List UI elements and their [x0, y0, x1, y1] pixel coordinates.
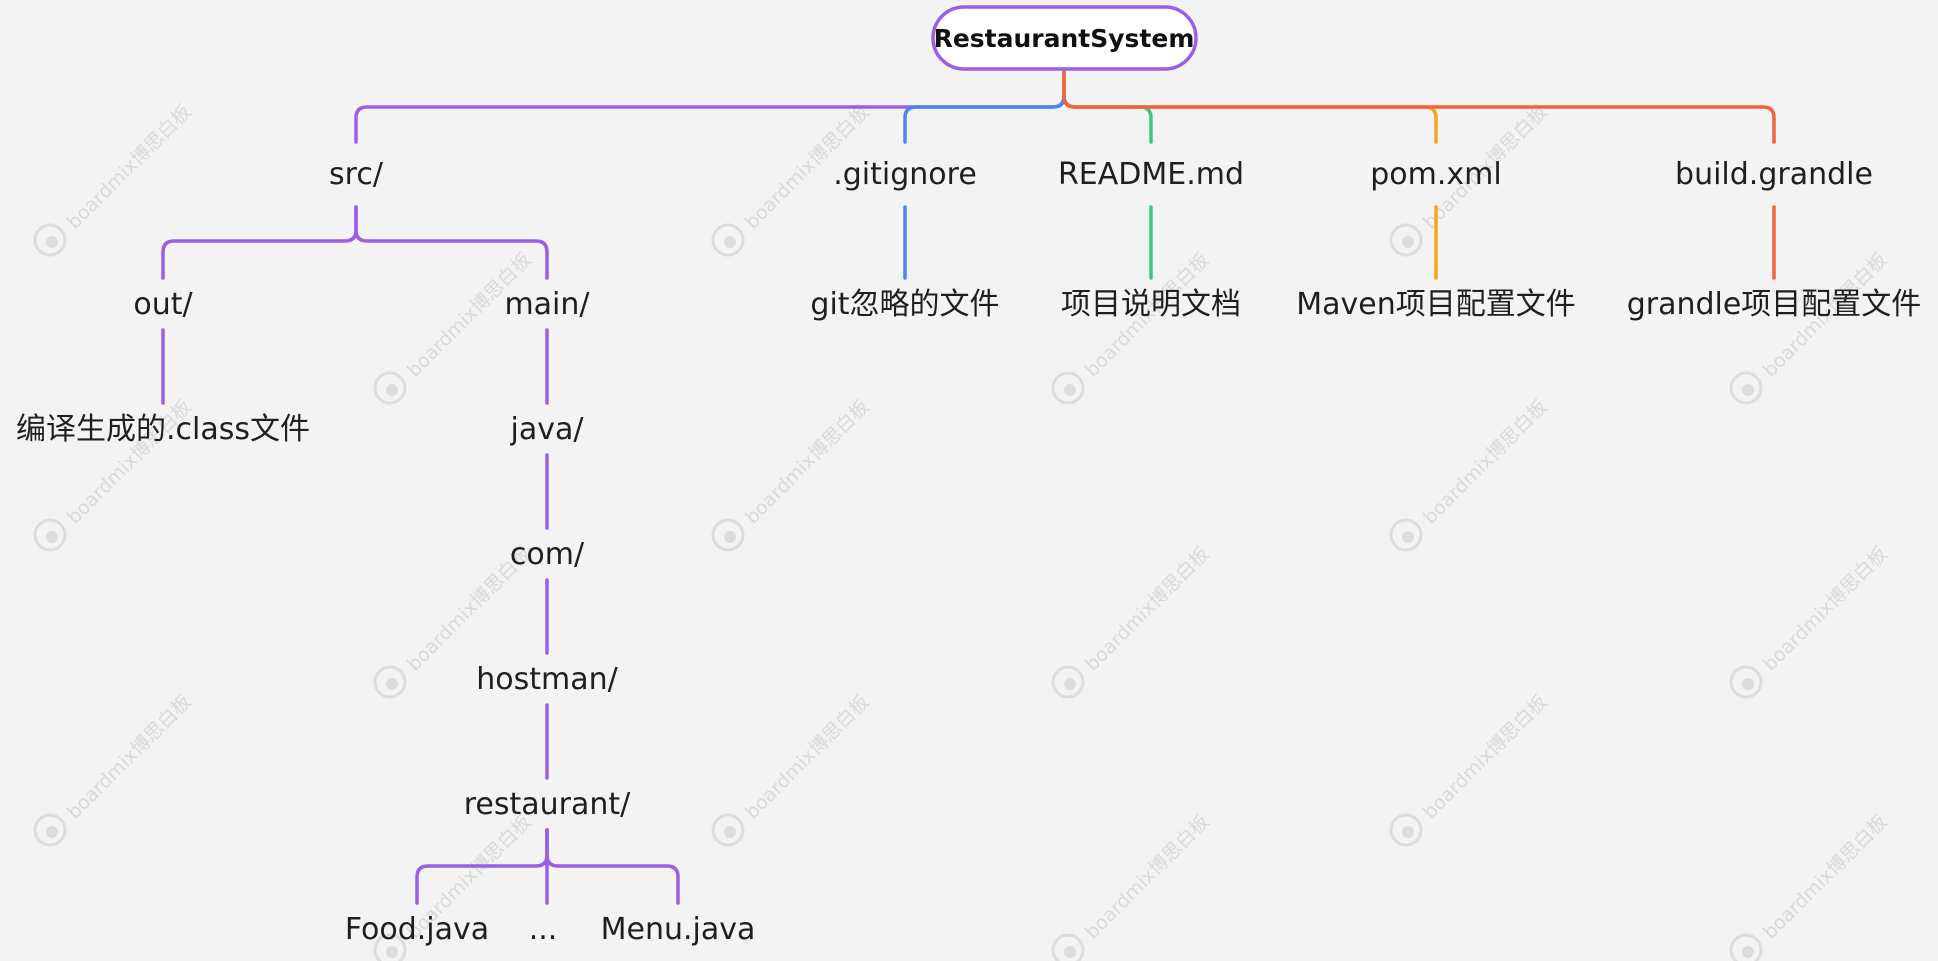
connector-src-main: [354, 205, 549, 280]
connector-root-build: [1062, 68, 1776, 144]
boardmix-logo-icon: [1729, 371, 1763, 405]
watermark-text: boardmix博思白板: [1759, 543, 1892, 676]
watermark-3: boardmix博思白板: [373, 249, 536, 405]
boardmix-logo-icon: [1729, 933, 1763, 961]
boardmix-logo-icon: [711, 223, 745, 257]
node-restaurant[interactable]: restaurant/: [464, 787, 631, 822]
root-node-box: [931, 5, 1198, 71]
boardmix-logo-icon: [1051, 665, 1085, 699]
watermark-text: boardmix博思白板: [1081, 811, 1214, 944]
node-out[interactable]: out/: [133, 287, 193, 322]
boardmix-logo-icon: [711, 813, 745, 847]
boardmix-logo-icon: [373, 371, 407, 405]
node-gitignore-desc[interactable]: git忽略的文件: [810, 287, 999, 322]
watermark-16: boardmix博思白板: [1051, 811, 1214, 961]
watermark-text: boardmix博思白板: [63, 101, 196, 234]
boardmix-logo-icon: [33, 813, 67, 847]
watermark-text: boardmix博思白板: [741, 396, 874, 529]
boardmix-logo-icon: [33, 518, 67, 552]
node-pom-desc[interactable]: Maven项目配置文件: [1296, 287, 1576, 322]
boardmix-logo-icon: [1729, 665, 1763, 699]
watermark-4: boardmix博思白板: [1051, 249, 1214, 405]
root-node-label: RestaurantSystem: [934, 24, 1195, 53]
connector-src-out: [161, 205, 358, 280]
watermark-text: boardmix博思白板: [741, 691, 874, 824]
root-node[interactable]: RestaurantSystem: [931, 5, 1198, 71]
watermark-5: boardmix博思白板: [1729, 249, 1892, 405]
watermark-layer: boardmix博思白板 boardmix博思白板 boardmix博思白板 boar…: [33, 101, 1892, 961]
watermark-14: boardmix博思白板: [1389, 691, 1552, 847]
watermark-text: boardmix博思白板: [63, 691, 196, 824]
node-main[interactable]: main/: [504, 287, 590, 322]
node-build-desc[interactable]: grandle项目配置文件: [1627, 287, 1922, 322]
node-gitignore[interactable]: .gitignore: [833, 157, 977, 192]
boardmix-logo-icon: [711, 518, 745, 552]
boardmix-logo-icon: [33, 223, 67, 257]
node-src[interactable]: src/: [329, 157, 384, 192]
watermark-7: boardmix博思白板: [711, 396, 874, 552]
watermark-12: boardmix博思白板: [33, 691, 196, 847]
node-hostman[interactable]: hostman/: [476, 662, 618, 697]
boardmix-logo-icon: [373, 933, 407, 961]
watermark-10: boardmix博思白板: [1051, 543, 1214, 699]
node-menu[interactable]: Menu.java: [601, 912, 756, 947]
boardmix-logo-icon: [1389, 518, 1423, 552]
boardmix-logo-icon: [1389, 223, 1423, 257]
watermark-11: boardmix博思白板: [1729, 543, 1892, 699]
boardmix-logo-icon: [373, 665, 407, 699]
node-build[interactable]: build.grandle: [1675, 157, 1873, 192]
watermark-0: boardmix博思白板: [33, 101, 196, 257]
watermark-13: boardmix博思白板: [711, 691, 874, 847]
connector-restaurant-food: [415, 828, 549, 905]
node-readme-desc[interactable]: 项目说明文档: [1061, 287, 1241, 322]
boardmix-logo-icon: [1051, 371, 1085, 405]
watermark-text: boardmix博思白板: [1419, 396, 1552, 529]
watermark-17: boardmix博思白板: [1729, 811, 1892, 961]
boardmix-logo-icon: [1051, 933, 1085, 961]
watermark-text: boardmix博思白板: [1419, 691, 1552, 824]
node-food[interactable]: Food.java: [345, 912, 489, 947]
node-readme[interactable]: README.md: [1058, 157, 1244, 192]
connector-root-gitignore: [903, 68, 1066, 144]
watermark-8: boardmix博思白板: [1389, 396, 1552, 552]
node-pom[interactable]: pom.xml: [1370, 157, 1501, 192]
boardmix-logo-icon: [1389, 813, 1423, 847]
watermark-text: boardmix博思白板: [1081, 543, 1214, 676]
connectors: [161, 68, 1776, 905]
node-java[interactable]: java/: [510, 412, 585, 447]
node-out-desc[interactable]: 编译生成的.class文件: [16, 412, 310, 447]
watermark-text: boardmix博思白板: [1759, 811, 1892, 944]
connector-restaurant-menu: [545, 828, 680, 905]
node-com[interactable]: com/: [510, 537, 585, 572]
node-ellipsis[interactable]: ...: [529, 912, 558, 947]
